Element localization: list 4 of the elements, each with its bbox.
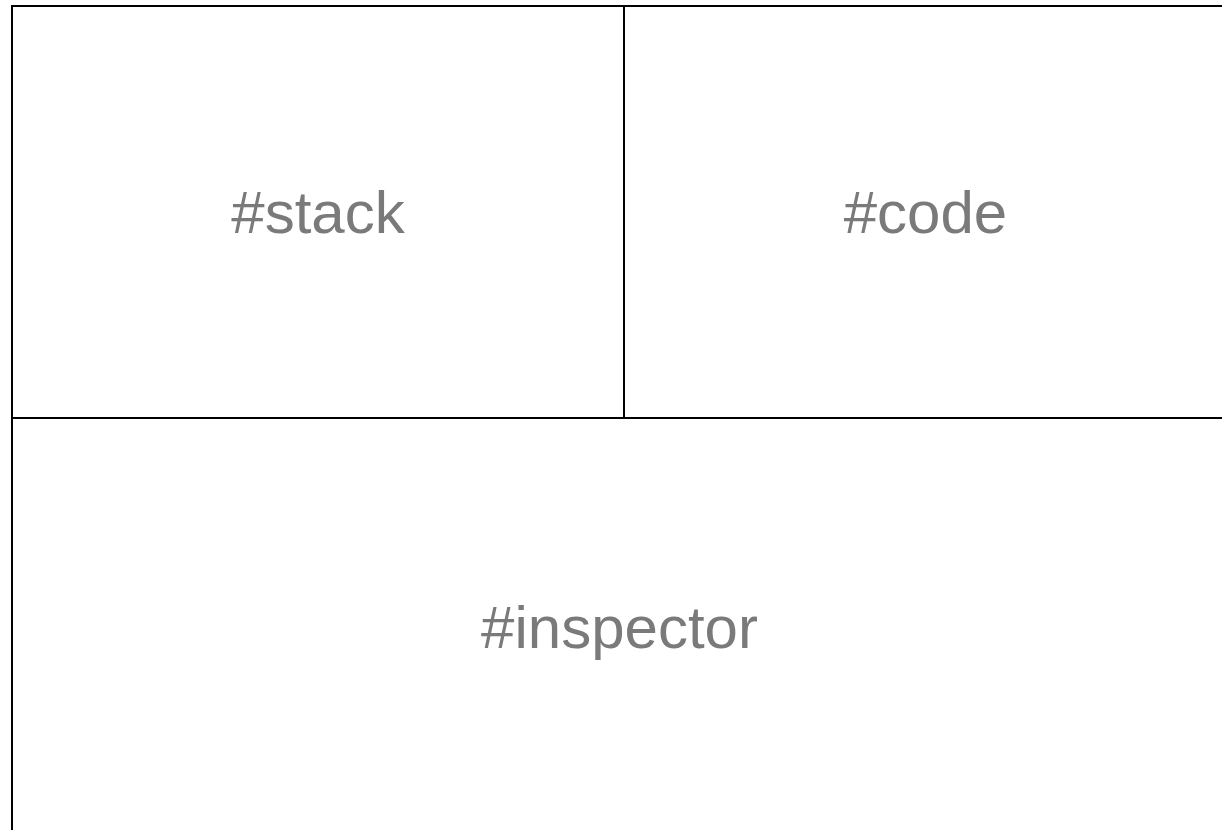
panel-label: #code bbox=[843, 177, 1008, 247]
panel-label: #stack bbox=[231, 177, 405, 247]
panel-label: #inspector bbox=[481, 592, 758, 662]
panel-box bbox=[11, 5, 625, 419]
